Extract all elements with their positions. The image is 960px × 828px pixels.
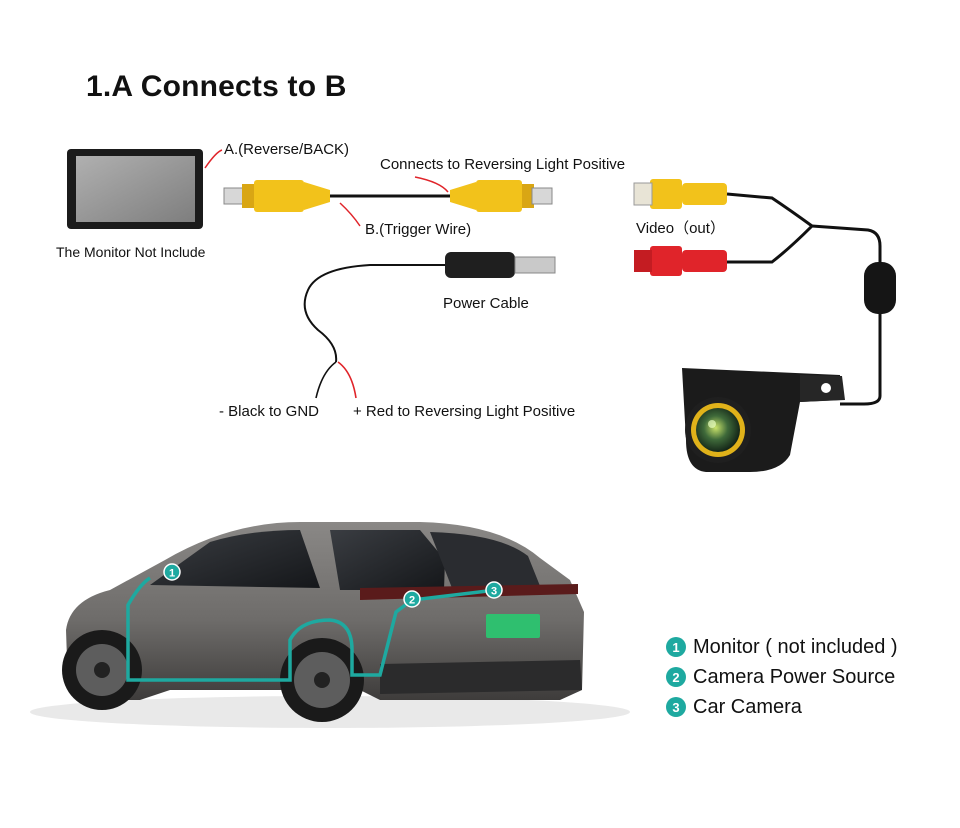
car-marker-1-label: 1: [169, 568, 175, 580]
legend-badge-2: 2: [666, 667, 686, 687]
power-cable-label: Power Cable: [443, 295, 529, 312]
pointer-reverse: [204, 149, 223, 169]
pointer-reversing: [414, 176, 449, 193]
page-title: 1.A Connects to B: [86, 70, 347, 103]
car-marker-2: 2: [403, 590, 421, 608]
legend-text-1: Monitor ( not included ): [693, 635, 898, 658]
rca-yellow-connector-left: [223, 180, 330, 212]
camera-cable: [633, 179, 896, 406]
car-wiring-route: [126, 576, 497, 682]
legend-item-monitor: 1 Monitor ( not included ): [666, 632, 898, 662]
legend-badge-1: 1: [666, 637, 686, 657]
connects-reversing-label: Connects to Reversing Light Positive: [380, 156, 626, 173]
legend-text-3: Car Camera: [693, 695, 802, 718]
car-marker-1: 1: [163, 563, 181, 581]
car-wheel-rear: [280, 638, 364, 722]
legend-text-2: Camera Power Source: [693, 665, 896, 688]
car-marker-3-label: 3: [491, 586, 497, 598]
reverse-back-label: A.(Reverse/BACK): [224, 141, 350, 158]
legend-item-camera: 3 Car Camera: [666, 692, 898, 722]
trigger-wire-cable: [223, 180, 553, 212]
car-illustration: [30, 522, 630, 728]
black-gnd-label: - Black to GND: [219, 403, 320, 420]
car-marker-3: 3: [485, 581, 503, 599]
legend: 1 Monitor ( not included ) 2 Camera Powe…: [666, 632, 898, 722]
pointer-trigger: [339, 202, 361, 227]
monitor-icon: [67, 149, 203, 229]
rca-yellow-connector-right: [450, 180, 553, 212]
rear-camera-icon: [682, 368, 845, 472]
power-cable: [303, 252, 556, 399]
legend-item-power: 2 Camera Power Source: [666, 662, 898, 692]
legend-badge-3: 3: [666, 697, 686, 717]
video-out-label: Video（out）: [636, 220, 725, 237]
monitor-not-include-label: The Monitor Not Include: [56, 244, 206, 260]
car-wheel-front: [62, 630, 142, 710]
trigger-wire-label: B.(Trigger Wire): [365, 221, 472, 238]
car-marker-2-label: 2: [409, 595, 415, 607]
red-positive-label: + Red to Reversing Light Positive: [353, 403, 576, 420]
